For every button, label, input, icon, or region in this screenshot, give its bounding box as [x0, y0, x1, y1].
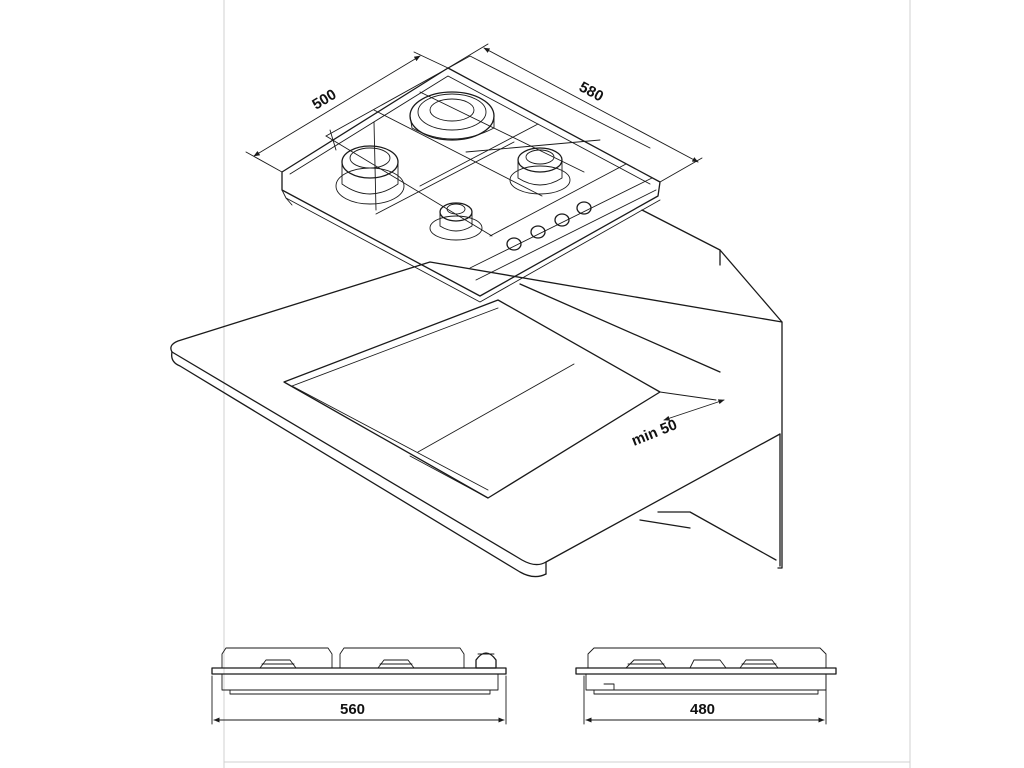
knob-4	[576, 201, 592, 215]
dimension-side-depth-label: 480	[690, 701, 715, 718]
countertop	[170, 209, 783, 578]
knob-3	[554, 213, 570, 227]
dimension-width-label: 580	[576, 79, 606, 106]
frame-lines	[223, 0, 911, 768]
dimension-clearance-label: min 50	[629, 416, 679, 450]
side-view: 480	[575, 647, 837, 725]
dimension-front-width-label: 560	[340, 701, 365, 718]
countertop-cutout	[283, 299, 661, 499]
knob-2	[530, 225, 546, 239]
dimension-clearance: min 50	[629, 391, 725, 450]
front-view: 560	[211, 647, 507, 725]
dimension-depth-label: 500	[309, 86, 339, 113]
burner-left	[335, 145, 405, 205]
control-knobs	[506, 201, 592, 251]
electric-plate	[409, 91, 495, 141]
burner-right	[509, 147, 571, 195]
knob-1	[506, 237, 522, 251]
burner-front	[429, 202, 483, 241]
